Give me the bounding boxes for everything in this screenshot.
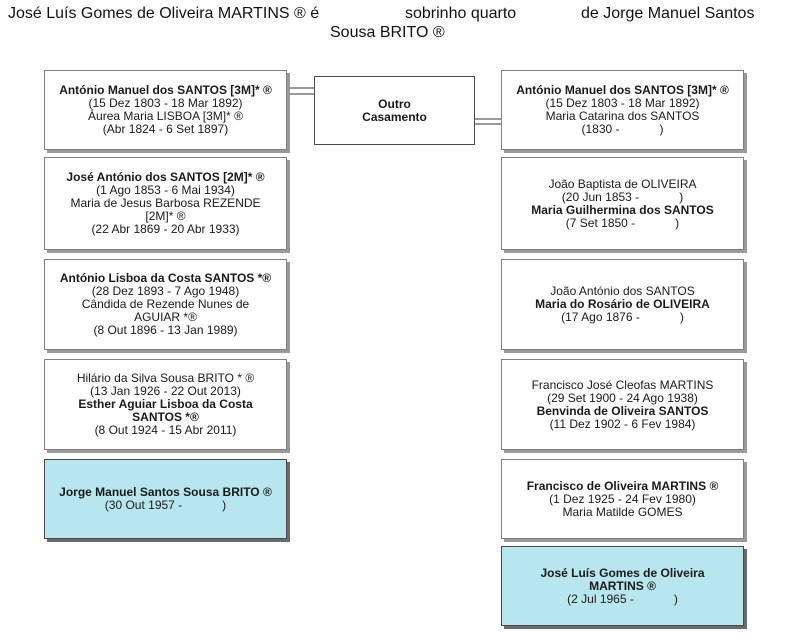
- person-dates: (30 Out 1957 - ): [104, 498, 227, 512]
- spouse-dates: (Abr 1824 - 6 Set 1897): [102, 122, 229, 136]
- spouse-dates: (11 Dez 1902 - 6 Fev 1984): [549, 416, 696, 431]
- left-subject-jorge[interactable]: Jorge Manuel Santos Sousa BRITO ® (30 Ou…: [44, 459, 287, 539]
- person-name: João António dos SANTOS: [550, 284, 695, 298]
- person-name: João Baptista de OLIVEIRA: [548, 176, 697, 191]
- person-dates: (29 Set 1900 - 24 Ago 1938): [547, 390, 698, 405]
- spouse-name: Maria de Jesus Barbosa REZENDE [2M]* ®: [70, 196, 261, 223]
- person-name: António Lisboa da Costa SANTOS *®: [59, 271, 272, 285]
- spouse-dates: (17 Ago 1876 - ): [561, 310, 684, 324]
- person-dates: (2 Jul 1965 - ): [567, 591, 678, 606]
- left-generation-4[interactable]: Hilário da Silva Sousa BRITO * ® (13 Jan…: [44, 359, 287, 450]
- spouse-dates: (7 Set 1850 - ): [565, 215, 680, 230]
- person-name: Hilário da Silva Sousa BRITO * ®: [76, 371, 255, 385]
- spouse-name: Maria do Rosário de OLIVEIRA: [535, 297, 710, 311]
- spouse-name: Cândida de Rezende Nunes de AGUIAR *®: [81, 297, 250, 324]
- right-generation-1[interactable]: António Manuel dos SANTOS [3M]* ® (15 De…: [501, 70, 744, 150]
- person-dates: (28 Dez 1893 - 7 Ago 1948): [91, 284, 240, 298]
- spouse-name: Benvinda de Oliveira SANTOS: [536, 403, 709, 418]
- person-dates: (1 Dez 1925 - 24 Fev 1980): [549, 491, 696, 506]
- person-name: Jorge Manuel Santos Sousa BRITO ®: [59, 485, 272, 499]
- person-dates: (15 Dez 1803 - 18 Mar 1892): [88, 96, 243, 110]
- person-dates: (15 Dez 1803 - 18 Mar 1892): [545, 96, 700, 110]
- other-marriage-line2: Casamento: [362, 109, 427, 124]
- header-target-line2: Sousa BRITO ®: [330, 24, 445, 41]
- right-generation-2[interactable]: João Baptista de OLIVEIRA (20 Jun 1853 -…: [501, 157, 744, 250]
- person-dates: (20 Jun 1853 - ): [561, 189, 684, 204]
- other-marriage-line1: Outro: [378, 96, 411, 111]
- spouse-name: Áurea Maria LISBOA [3M]* ®: [88, 109, 243, 123]
- header-relation: sobrinho quarto: [405, 5, 517, 22]
- person-dates: (1 Ago 1853 - 6 Mai 1934): [96, 183, 235, 197]
- right-generation-4[interactable]: Francisco José Cleofas MARTINS (29 Set 1…: [501, 359, 744, 450]
- header-target-line1: de Jorge Manuel Santos: [581, 5, 755, 22]
- person-name: José Luís Gomes de Oliveira MARTINS ®: [540, 565, 705, 593]
- left-generation-1[interactable]: António Manuel dos SANTOS [3M]* ® (15 De…: [44, 70, 287, 150]
- left-generation-2[interactable]: José António dos SANTOS [2M]* ® (1 Ago 1…: [44, 157, 287, 250]
- header-subject: José Luís Gomes de Oliveira MARTINS ® é: [8, 5, 320, 22]
- right-generation-5[interactable]: Francisco de Oliveira MARTINS ® (1 Dez 1…: [501, 459, 744, 539]
- spouse-dates: (8 Out 1896 - 13 Jan 1989): [93, 323, 238, 337]
- spouse-dates: (1830 - ): [581, 122, 664, 136]
- spouse-name: Maria Guilhermina dos SANTOS: [531, 202, 714, 217]
- spouse-name: Maria Matilde GOMES: [562, 504, 683, 519]
- person-name: Francisco de Oliveira MARTINS ®: [526, 478, 719, 493]
- spouse-name: Esther Aguiar Lisboa da Costa SANTOS *®: [78, 397, 253, 424]
- right-generation-3[interactable]: João António dos SANTOS Maria do Rosário…: [501, 259, 744, 350]
- right-subject-jose-luis[interactable]: José Luís Gomes de Oliveira MARTINS ® (2…: [501, 546, 744, 626]
- left-generation-3[interactable]: António Lisboa da Costa SANTOS *® (28 De…: [44, 259, 287, 350]
- person-name: António Manuel dos SANTOS [3M]* ®: [59, 83, 272, 97]
- person-dates: (13 Jan 1926 - 22 Out 2013): [90, 384, 241, 398]
- spouse-dates: (8 Out 1924 - 15 Abr 2011): [94, 423, 237, 437]
- person-name: Francisco José Cleofas MARTINS: [531, 377, 714, 392]
- person-name: António Manuel dos SANTOS [3M]* ®: [516, 83, 729, 97]
- spouse-name: Maria Catarina dos SANTOS: [545, 109, 700, 123]
- spouse-dates: (22 Abr 1869 - 20 Abr 1933): [91, 222, 240, 236]
- other-marriage-box[interactable]: Outro Casamento: [314, 76, 475, 145]
- person-name: José António dos SANTOS [2M]* ®: [66, 170, 265, 184]
